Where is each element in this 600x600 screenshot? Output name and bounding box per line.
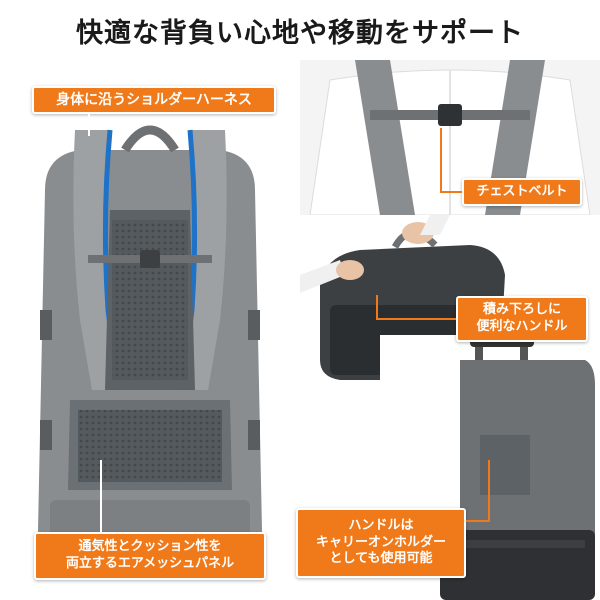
callout-carry-on: ハンドルは キャリーオンホルダー としても使用可能 (296, 508, 466, 578)
leader-shoulder (88, 114, 90, 136)
callout-mesh-panel: 通気性とクッション性を 両立するエアメッシュパネル (34, 532, 266, 580)
leader-handle (376, 318, 456, 320)
callout-handle-line2: 便利なハンドル (476, 319, 568, 334)
callout-shoulder-text: 身体に沿うショルダーハーネス (56, 91, 252, 108)
page-headline: 快適な背負い心地や移動をサポート (0, 0, 600, 60)
callout-chest-text: チェストベルト (476, 183, 568, 199)
backpack-back-photo (0, 60, 300, 600)
callout-carry-line3: としても使用可能 (329, 551, 433, 567)
callout-carry-line1: ハンドルは (348, 517, 414, 533)
backpack-back-illustration (0, 60, 300, 600)
callout-mesh-line2: 両立するエアメッシュパネル (65, 556, 235, 571)
leader-carry-vert (488, 460, 490, 522)
leader-chest-vert (440, 128, 442, 191)
callout-mesh-line1: 通気性とクッション性を (78, 539, 222, 555)
callout-handle-line1: 積み下ろしに (482, 302, 561, 318)
leader-mesh (100, 460, 102, 532)
callout-shoulder-harness: 身体に沿うショルダーハーネス (32, 86, 276, 114)
callout-handle: 積み下ろしに 便利なハンドル (456, 296, 588, 342)
callout-chest-belt: チェストベルト (462, 178, 582, 206)
leader-chest (440, 191, 462, 193)
leader-handle-vert (376, 295, 378, 320)
callout-carry-line2: キャリーオンホルダー (315, 534, 446, 550)
leader-carry (466, 520, 488, 522)
